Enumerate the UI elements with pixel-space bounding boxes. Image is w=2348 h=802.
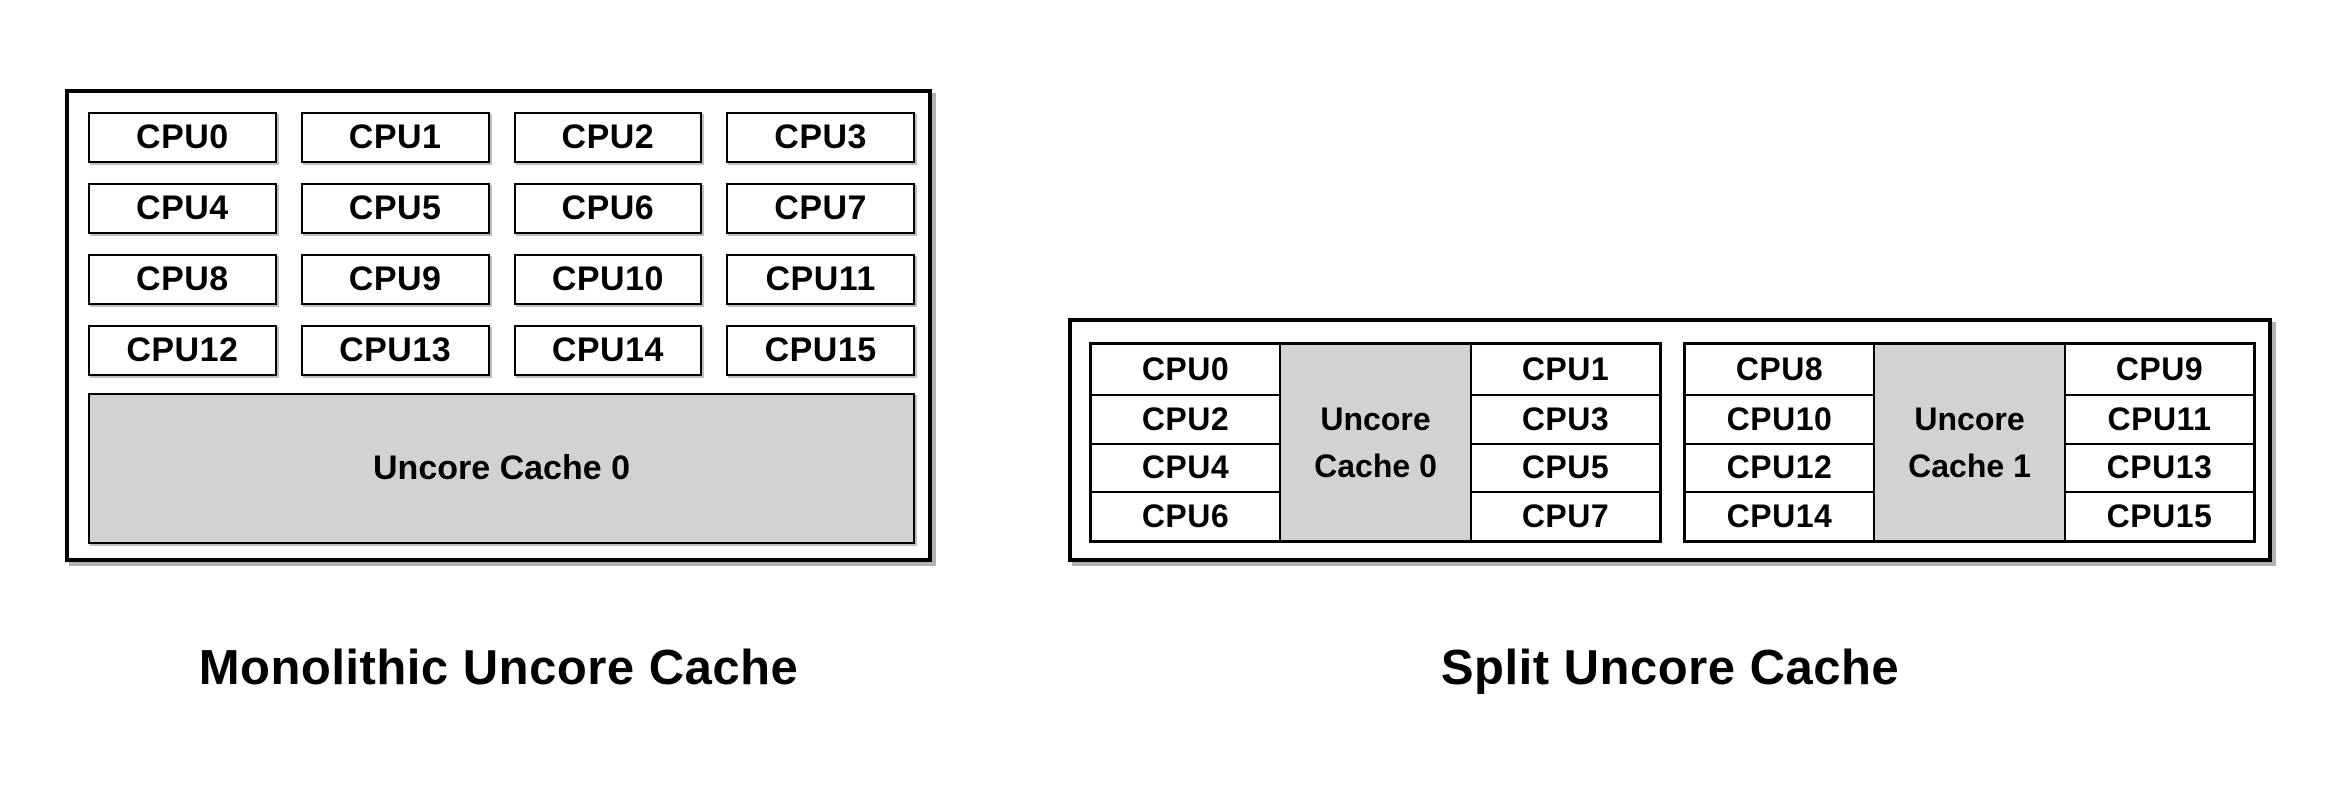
cpu-cell-6: CPU6 [1092, 491, 1279, 540]
cpu-cell-9: CPU9 [2066, 345, 2253, 394]
cpu-box-0: CPU0 [88, 112, 277, 163]
cpu-cell-15: CPU15 [2066, 491, 2253, 540]
cpu-box-6: CPU6 [513, 183, 703, 234]
cpu-box-9: CPU9 [300, 254, 490, 305]
cpu-box-14: CPU14 [513, 325, 703, 376]
cpu-cell-2: CPU2 [1092, 393, 1279, 443]
cpu-cell-12: CPU12 [1686, 442, 1873, 492]
split-cluster-0: CPU0 CPU2 CPU4 CPU6 Uncore Cache 0 CPU1 … [1089, 342, 1662, 543]
cpu-box-11: CPU11 [726, 254, 915, 305]
cpu-box-2: CPU2 [513, 112, 703, 163]
cpu-cell-3: CPU3 [1472, 393, 1659, 443]
cpu-box-4: CPU4 [88, 183, 277, 234]
uncore-cache-1-split-box: Uncore Cache 1 [1875, 345, 2064, 540]
monolithic-package-box: CPU0 CPU1 CPU2 CPU3 CPU4 CPU5 CPU6 CPU7 … [65, 89, 932, 562]
cpu-cell-0: CPU0 [1092, 345, 1279, 394]
cpu-cell-13: CPU13 [2066, 442, 2253, 492]
uncore-cache-0-split-box: Uncore Cache 0 [1281, 345, 1470, 540]
cpu-box-15: CPU15 [726, 325, 915, 376]
cpu-box-7: CPU7 [726, 183, 915, 234]
cpu-box-10: CPU10 [513, 254, 703, 305]
cpu-cell-10: CPU10 [1686, 393, 1873, 443]
monolithic-cpu-grid: CPU0 CPU1 CPU2 CPU3 CPU4 CPU5 CPU6 CPU7 … [88, 112, 915, 376]
cpu-box-13: CPU13 [300, 325, 490, 376]
monolithic-caption: Monolithic Uncore Cache [198, 641, 799, 695]
cpu-cell-5: CPU5 [1472, 442, 1659, 492]
cpu-box-8: CPU8 [88, 254, 277, 305]
cluster-1-odd-cpu-column: CPU9 CPU11 CPU13 CPU15 [2064, 345, 2253, 540]
cluster-0-even-cpu-column: CPU0 CPU2 CPU4 CPU6 [1092, 345, 1281, 540]
cpu-cell-4: CPU4 [1092, 442, 1279, 492]
cpu-cell-14: CPU14 [1686, 491, 1873, 540]
cpu-box-12: CPU12 [88, 325, 277, 376]
split-caption: Split Uncore Cache [1440, 641, 1900, 695]
cpu-box-5: CPU5 [300, 183, 490, 234]
split-package-box: CPU0 CPU2 CPU4 CPU6 Uncore Cache 0 CPU1 … [1068, 318, 2272, 562]
cpu-cell-11: CPU11 [2066, 393, 2253, 443]
cpu-cell-8: CPU8 [1686, 345, 1873, 394]
cpu-box-1: CPU1 [300, 112, 490, 163]
cluster-1-even-cpu-column: CPU8 CPU10 CPU12 CPU14 [1686, 345, 1875, 540]
uncore-cache-0-box: Uncore Cache 0 [88, 393, 915, 544]
cpu-box-3: CPU3 [726, 112, 915, 163]
cpu-cell-1: CPU1 [1472, 345, 1659, 394]
split-cluster-1: CPU8 CPU10 CPU12 CPU14 Uncore Cache 1 CP… [1683, 342, 2256, 543]
cluster-0-odd-cpu-column: CPU1 CPU3 CPU5 CPU7 [1470, 345, 1659, 540]
cpu-cell-7: CPU7 [1472, 491, 1659, 540]
